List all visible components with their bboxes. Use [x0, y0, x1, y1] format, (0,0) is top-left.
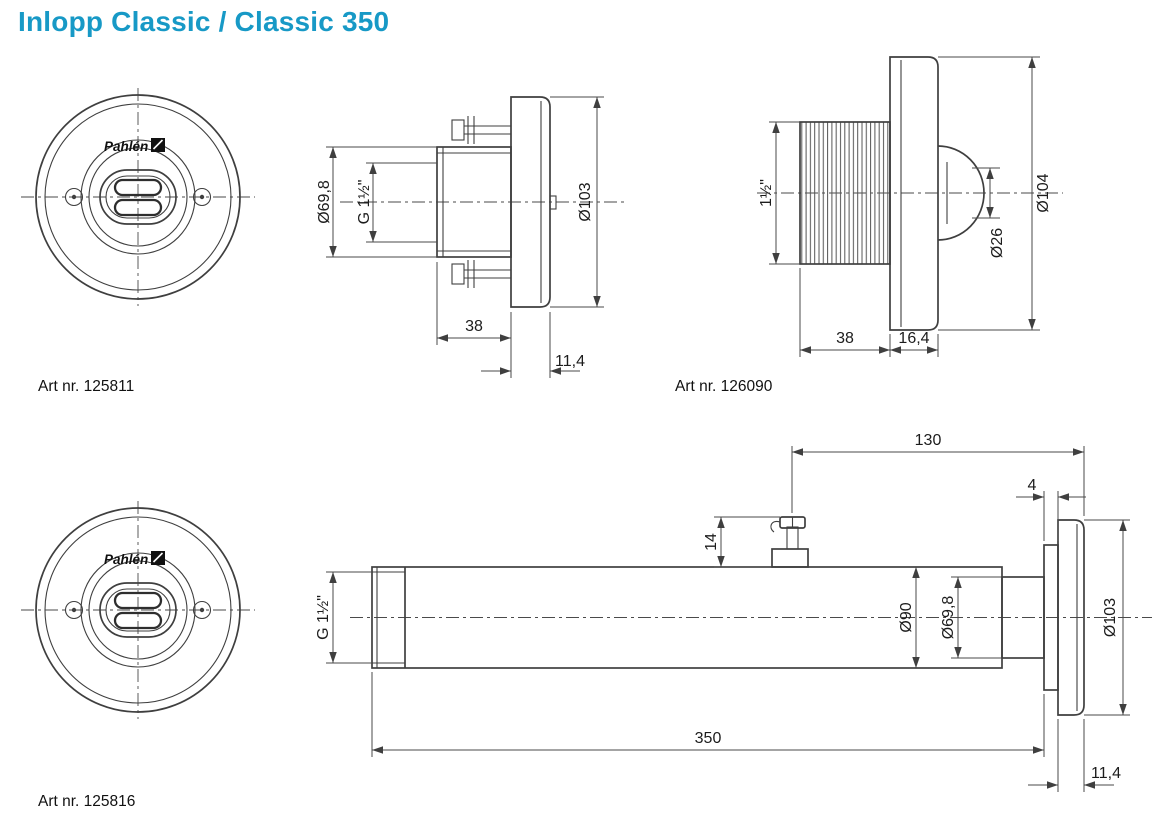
threaded-view: 1½" Ø104 Ø26 38 16,4: [757, 56, 1063, 357]
art-number-126090: Art nr. 126090: [675, 378, 773, 395]
flange-center-nub: [549, 195, 557, 210]
dim-label-gasket: 4: [1028, 477, 1037, 494]
clamp-screw-shaft: [786, 526, 799, 550]
page-title: Inlopp Classic / Classic 350: [18, 6, 390, 37]
clamp-band: [771, 548, 809, 568]
dim-label-flange-thickness: 11,4: [555, 353, 585, 370]
dim-label-neck-diameter: Ø69,8: [940, 596, 957, 640]
flange-outline: [1057, 519, 1085, 716]
dim-label-thread: G 1½": [356, 180, 373, 225]
dim-label-nozzle-diameter: Ø26: [989, 228, 1006, 258]
dim-label-flange-diameter: Ø103: [1102, 598, 1119, 637]
dim-label-flange-thickness: 11,4: [1091, 765, 1121, 782]
dim-label-body-diameter: Ø69,8: [316, 180, 333, 224]
bolt-head-bottom: [451, 263, 465, 285]
bolt-head-top: [451, 119, 465, 141]
dim-label-tube-diameter: Ø90: [898, 602, 915, 632]
thread-barrel: [799, 121, 891, 265]
dim-label-total-length: 350: [695, 730, 722, 747]
section-view: Ø69,8 G 1½" Ø103 38 11,4: [316, 96, 625, 378]
dim-label-clamp-height: 14: [703, 533, 720, 551]
dim-label-thread: 1½": [758, 179, 775, 207]
front-view-bottom: [19, 499, 257, 721]
art-number-125816: Art nr. 125816: [38, 793, 135, 810]
dim-label-thread: G 1½": [315, 595, 332, 640]
dim-label-flange-depth: 16,4: [898, 330, 929, 347]
flange-outline: [510, 96, 551, 308]
nozzle-dome: [937, 145, 985, 241]
clamp-lever: [770, 520, 781, 533]
dim-label-flange-diameter: Ø104: [1035, 173, 1052, 212]
flange-outline: [889, 56, 939, 331]
dim-label-thread-length: 38: [836, 330, 854, 347]
dim-label-offset: 130: [915, 432, 942, 449]
long-view: 130 4 14 G 1½" Ø90 Ø69,8: [315, 432, 1152, 792]
dim-label-flange-diameter: Ø103: [577, 182, 594, 221]
dim-label-body-depth: 38: [465, 318, 483, 335]
front-view-top: [19, 86, 257, 308]
art-number-125811: Art nr. 125811: [38, 378, 134, 395]
